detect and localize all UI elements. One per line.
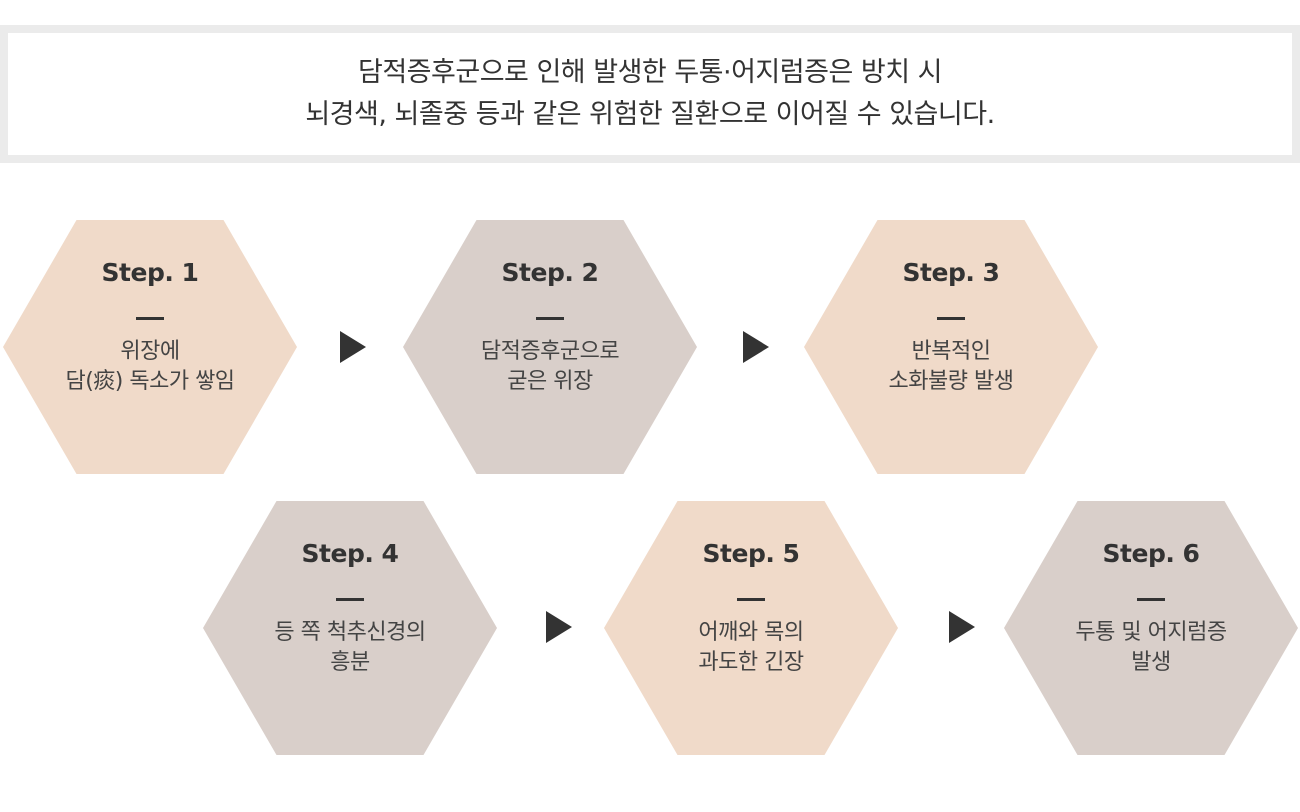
notice-line-2: 뇌경색, 뇌졸중 등과 같은 위험한 질환으로 이어질 수 있습니다. <box>305 99 995 130</box>
step-3-title: Step. 3 <box>902 258 1000 287</box>
step-3-text: 반복적인 소화불량 발생 <box>804 337 1098 397</box>
step-1-line-1: 위장에 <box>120 339 180 364</box>
step-2-hexagon: Step. 2 담적증후군으로 굳은 위장 <box>403 220 697 474</box>
step-3-divider <box>937 317 965 320</box>
step-2-line-2: 굳은 위장 <box>507 369 593 394</box>
step-5-hexagon: Step. 5 어깨와 목의 과도한 긴장 <box>604 501 898 755</box>
arrow-right-icon <box>949 611 975 643</box>
step-2-divider <box>536 317 564 320</box>
step-5-text: 어깨와 목의 과도한 긴장 <box>604 618 898 678</box>
step-6-line-1: 두통 및 어지럼증 <box>1075 620 1227 645</box>
step-2-line-1: 담적증후군으로 <box>480 339 620 364</box>
arrow-right-icon <box>340 331 366 363</box>
step-1-title: Step. 1 <box>101 258 199 287</box>
step-3-hexagon: Step. 3 반복적인 소화불량 발생 <box>804 220 1098 474</box>
step-1-text: 위장에 담(痰) 독소가 쌓임 <box>3 337 297 397</box>
step-6-divider <box>1137 598 1165 601</box>
notice-line-1: 담적증후군으로 인해 발생한 두통·어지럼증은 방치 시 <box>358 57 942 88</box>
step-5-title: Step. 5 <box>702 539 800 568</box>
arrow-right-icon <box>546 611 572 643</box>
step-4-line-2: 흥분 <box>330 650 370 675</box>
step-3-line-2: 소화불량 발생 <box>888 369 1014 394</box>
step-6-text: 두통 및 어지럼증 발생 <box>1004 618 1298 678</box>
step-2-title: Step. 2 <box>501 258 599 287</box>
step-4-hexagon: Step. 4 등 쪽 척추신경의 흥분 <box>203 501 497 755</box>
step-4-title: Step. 4 <box>301 539 399 568</box>
step-3-line-1: 반복적인 <box>911 339 991 364</box>
step-6-line-2: 발생 <box>1131 650 1171 675</box>
step-4-line-1: 등 쪽 척추신경의 <box>274 620 426 645</box>
step-4-text: 등 쪽 척추신경의 흥분 <box>203 618 497 678</box>
arrow-right-icon <box>743 331 769 363</box>
step-5-line-2: 과도한 긴장 <box>698 650 804 675</box>
step-5-divider <box>737 598 765 601</box>
step-1-line-2: 담(痰) 독소가 쌓임 <box>65 369 235 394</box>
notice-box: 담적증후군으로 인해 발생한 두통·어지럼증은 방치 시 뇌경색, 뇌졸중 등과… <box>0 25 1300 163</box>
step-1-hexagon: Step. 1 위장에 담(痰) 독소가 쌓임 <box>3 220 297 474</box>
step-6-hexagon: Step. 6 두통 및 어지럼증 발생 <box>1004 501 1298 755</box>
step-5-line-1: 어깨와 목의 <box>698 620 804 645</box>
step-4-divider <box>336 598 364 601</box>
step-6-title: Step. 6 <box>1102 539 1200 568</box>
step-2-text: 담적증후군으로 굳은 위장 <box>403 337 697 397</box>
step-1-divider <box>136 317 164 320</box>
